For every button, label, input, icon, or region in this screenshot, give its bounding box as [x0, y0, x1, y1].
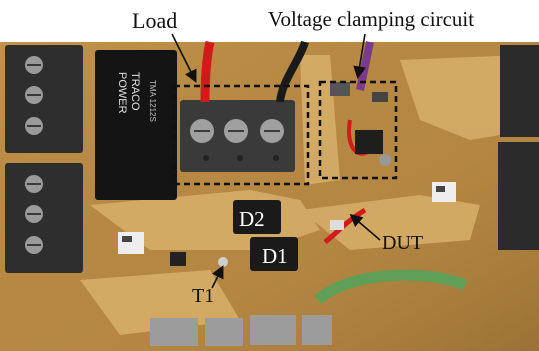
diode-d2	[233, 200, 281, 234]
d1-label: D1	[262, 244, 288, 268]
right-terminal-blocks	[498, 45, 539, 250]
module-print-line-3: TMA 1212S	[148, 80, 157, 122]
load-dashed-box	[172, 84, 310, 186]
clamp-dashed-box	[318, 80, 398, 180]
t1-label: T1	[192, 285, 214, 307]
left-terminal-blocks	[5, 45, 83, 273]
t1-arrow	[211, 265, 224, 289]
diode-d1	[250, 237, 298, 271]
red-load-wire	[200, 40, 215, 103]
dut-label: DUT	[382, 232, 423, 254]
small-components	[118, 182, 456, 267]
clamp-label: Voltage clamping circuit	[268, 7, 474, 31]
load-terminal-block	[180, 100, 295, 172]
load-arrow	[171, 33, 197, 83]
dut-arrow	[349, 213, 381, 241]
clamp-arrow	[353, 33, 366, 80]
green-wire	[314, 269, 468, 305]
caption-area	[0, 0, 539, 42]
d2-label: D2	[239, 207, 265, 231]
clamp-components	[330, 82, 391, 166]
bottom-metal-tabs	[150, 315, 332, 346]
load-label: Load	[132, 8, 177, 33]
black-load-wire	[276, 40, 309, 103]
dcdc-module: TRACO POWER TMA 1212S	[95, 50, 177, 200]
module-print-line-2: POWER	[116, 72, 128, 114]
module-print-line-1: TRACO	[129, 72, 141, 111]
